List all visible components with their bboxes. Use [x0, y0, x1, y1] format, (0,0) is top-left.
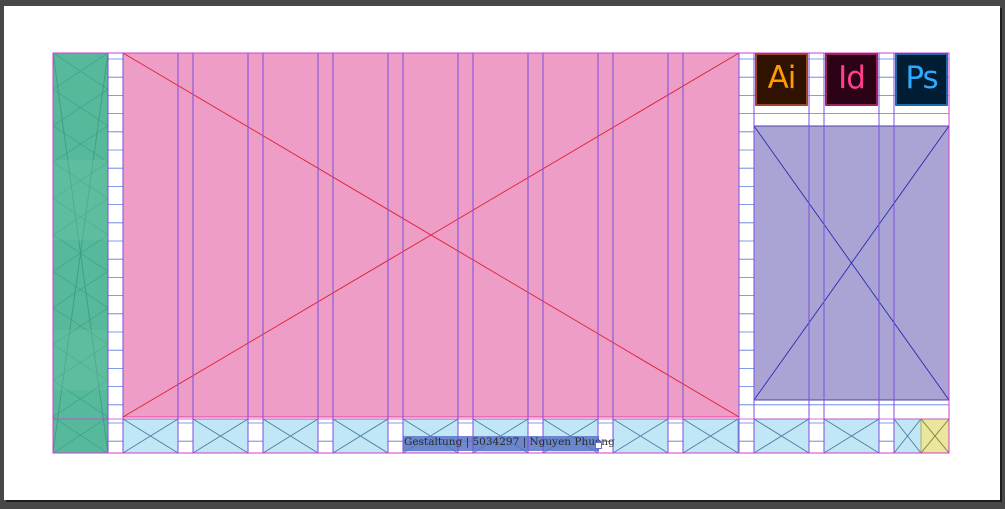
- frame-diagonal: [920, 418, 950, 454]
- caption-text-frame[interactable]: Gestaltung | 5034297 | Nguyen Phuong: [403, 436, 615, 451]
- cyan-thumbnail-frame-cross: [612, 418, 669, 454]
- cyan-thumbnail-frame-cross: [332, 418, 389, 454]
- cyan-thumbnail-frame-cross: [122, 418, 179, 454]
- adobe-illustrator-icon[interactable]: Ai: [755, 53, 808, 106]
- frame-diagonal: [893, 418, 922, 454]
- green-frame-cell: [52, 307, 109, 345]
- photoshop-logo-label: Ps: [905, 60, 938, 96]
- green-cell-diagonal: [52, 234, 109, 272]
- green-frame-cell: [52, 271, 109, 309]
- green-frame-cell: [52, 125, 109, 163]
- frame-diagonal: [682, 418, 739, 454]
- yellow-thumbnail-frame-cross: [920, 418, 950, 454]
- frame-diagonal: [122, 418, 179, 454]
- frame-diagonal: [262, 418, 319, 454]
- frame-diagonal: [753, 418, 810, 454]
- green-cell-diagonal: [52, 416, 109, 454]
- illustrator-logo-label: Ai: [767, 60, 797, 96]
- green-frame-cell: [52, 234, 109, 272]
- frame-diagonal: [122, 52, 740, 418]
- cyan-thumbnail-frame-cross: [262, 418, 319, 454]
- cyan-thumbnail-frame-cross: [682, 418, 739, 454]
- green-cell-diagonal: [52, 343, 109, 381]
- green-frame-highlight: [53, 330, 108, 390]
- cyan-thumbnail-frame-cross: [823, 418, 880, 454]
- indesign-logo-label: Id: [838, 60, 866, 96]
- green-cell-diagonal: [52, 271, 109, 309]
- green-cell-diagonal: [52, 52, 109, 90]
- cyan-thumbnail-frame-cross: [753, 418, 810, 454]
- green-frame-cell: [52, 343, 109, 381]
- green-frame-cell: [52, 416, 109, 454]
- green-cell-diagonal: [52, 307, 109, 345]
- cyan-thumbnail-frame-cross: [893, 418, 922, 454]
- frame-diagonal: [823, 418, 880, 454]
- frame-diagonal: [753, 125, 950, 401]
- frame-diagonal: [332, 418, 389, 454]
- green-cell-diagonal: [52, 161, 109, 199]
- cyan-thumbnail-frame-cross: [192, 418, 249, 454]
- green-cell-diagonal: [52, 198, 109, 236]
- caption-text: Gestaltung | 5034297 | Nguyen Phuong: [404, 436, 615, 448]
- green-frame-cell: [52, 380, 109, 418]
- lavender-image-frame-cross: [753, 125, 950, 401]
- green-frame-cell: [52, 52, 109, 90]
- margin-guide: [52, 52, 950, 454]
- text-frame-overset-handle[interactable]: [595, 442, 602, 449]
- green-frame-cell: [52, 161, 109, 199]
- green-cell-diagonal: [52, 125, 109, 163]
- green-frame-highlight: [53, 160, 108, 240]
- adobe-photoshop-icon[interactable]: Ps: [895, 53, 948, 106]
- caption-frame-fill: [403, 436, 599, 451]
- adobe-indesign-icon[interactable]: Id: [825, 53, 878, 106]
- green-cell-diagonal: [52, 89, 109, 127]
- green-cell-diagonal: [52, 380, 109, 418]
- green-frame-cell: [52, 89, 109, 127]
- green-frame-cell: [52, 198, 109, 236]
- frame-diagonal: [612, 418, 669, 454]
- pink-image-frame-cross: [122, 52, 740, 418]
- frame-diagonal: [192, 418, 249, 454]
